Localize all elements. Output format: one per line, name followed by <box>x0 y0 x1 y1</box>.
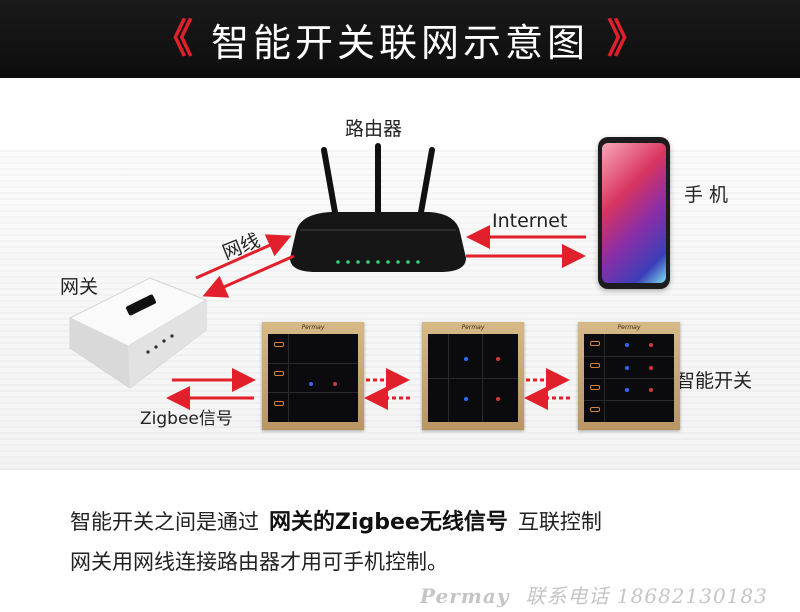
watermark-brand: Permay <box>420 584 510 608</box>
indicator-dot-blue <box>464 356 468 361</box>
smart-switch-3: Permay <box>578 322 680 430</box>
indicator-dot-blue <box>464 397 468 402</box>
switch-brand-text: Permay <box>617 324 641 331</box>
indicator-dot-red <box>496 397 501 402</box>
indicator-dot-blue <box>625 365 630 370</box>
description-line-2: 网关用网线连接路由器才用可手机控制。 <box>70 550 448 574</box>
switch-brand-text: Permay <box>461 324 485 331</box>
switch-glass-panel <box>268 334 358 422</box>
header-banner: 《 智能开关联网示意图 》 <box>0 0 800 78</box>
indicator-dot-red <box>648 365 653 370</box>
indicator-dot-red <box>496 356 501 361</box>
gateway-label: 网关 <box>60 276 99 298</box>
smart-switch-2: Permay <box>422 322 524 430</box>
indicator-dot-red <box>648 342 653 347</box>
phone-icon <box>598 137 670 289</box>
switch-glass-panel <box>584 334 674 422</box>
indicator-dot-blue <box>309 381 314 386</box>
switches-label: 智能开关 <box>676 370 753 392</box>
indicator-dot-blue <box>625 387 630 392</box>
description-highlight: 网关的Zigbee无线信号 <box>269 510 508 535</box>
indicator-dot-red <box>332 381 337 386</box>
phone-label: 手 机 <box>684 184 729 206</box>
router-label: 路由器 <box>345 118 403 140</box>
gateway-icon <box>68 277 208 389</box>
left-chevron-icon: 《 <box>152 16 193 62</box>
page-title: 智能开关联网示意图 <box>210 20 589 65</box>
watermark-phone: 联系电话 18682130183 <box>525 584 768 608</box>
smart-switch-1: Permay <box>262 322 364 430</box>
switch-glass-panel <box>428 334 518 422</box>
description-prefix: 智能开关之间是通过 <box>70 510 259 534</box>
description-line-1: 智能开关之间是通过网关的Zigbee无线信号互联控制 <box>70 504 602 536</box>
right-chevron-icon: 》 <box>607 16 647 62</box>
zigbee-label: Zigbee信号 <box>140 409 233 429</box>
switch-brand-text: Permay <box>301 324 325 331</box>
indicator-dot-red <box>648 387 653 392</box>
phone-screen <box>602 143 666 283</box>
ethernet-arrow-to-gateway <box>202 254 295 298</box>
description-suffix: 互联控制 <box>517 510 602 534</box>
internet-label: Internet <box>492 210 568 232</box>
indicator-dot-blue <box>625 342 630 347</box>
ethernet-arrow-to-router <box>195 234 292 280</box>
router-icon <box>290 143 466 272</box>
contact-watermark: Permay 联系电话 18682130183 <box>420 580 792 608</box>
